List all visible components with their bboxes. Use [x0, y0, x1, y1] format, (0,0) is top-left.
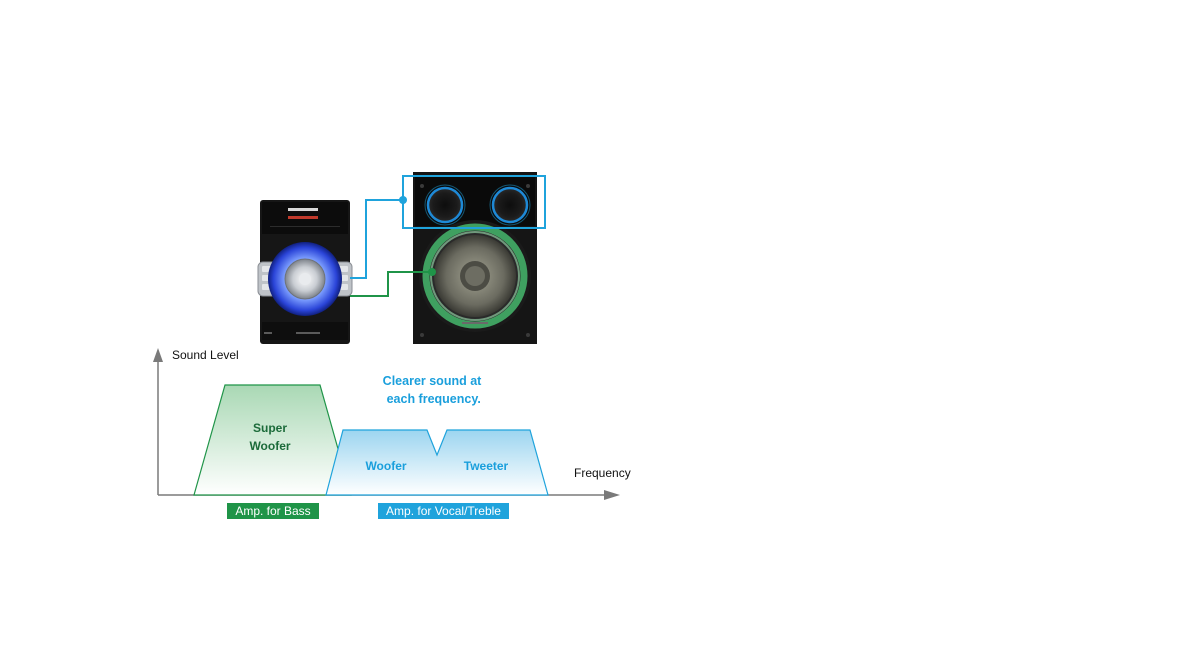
super-woofer-label: Super Woofer [249, 421, 291, 453]
green-connection [350, 268, 436, 297]
tweeter-label: Tweeter [463, 459, 509, 473]
vocal-treble-amp-badge: Amp. for Vocal/Treble [378, 503, 509, 519]
stereo-main-unit [257, 200, 353, 344]
blue-connection [350, 175, 546, 279]
three-way-speaker [413, 172, 537, 344]
woofer-label: Woofer [365, 459, 407, 473]
y-axis-label: Sound Level [172, 348, 239, 362]
clarity-note: Clearer sound at each frequency. [382, 374, 482, 406]
x-axis-label: Frequency [574, 466, 631, 480]
bass-amp-badge: Amp. for Bass [227, 503, 319, 519]
super-woofer-band [193, 384, 352, 496]
woofer-band [325, 429, 549, 496]
